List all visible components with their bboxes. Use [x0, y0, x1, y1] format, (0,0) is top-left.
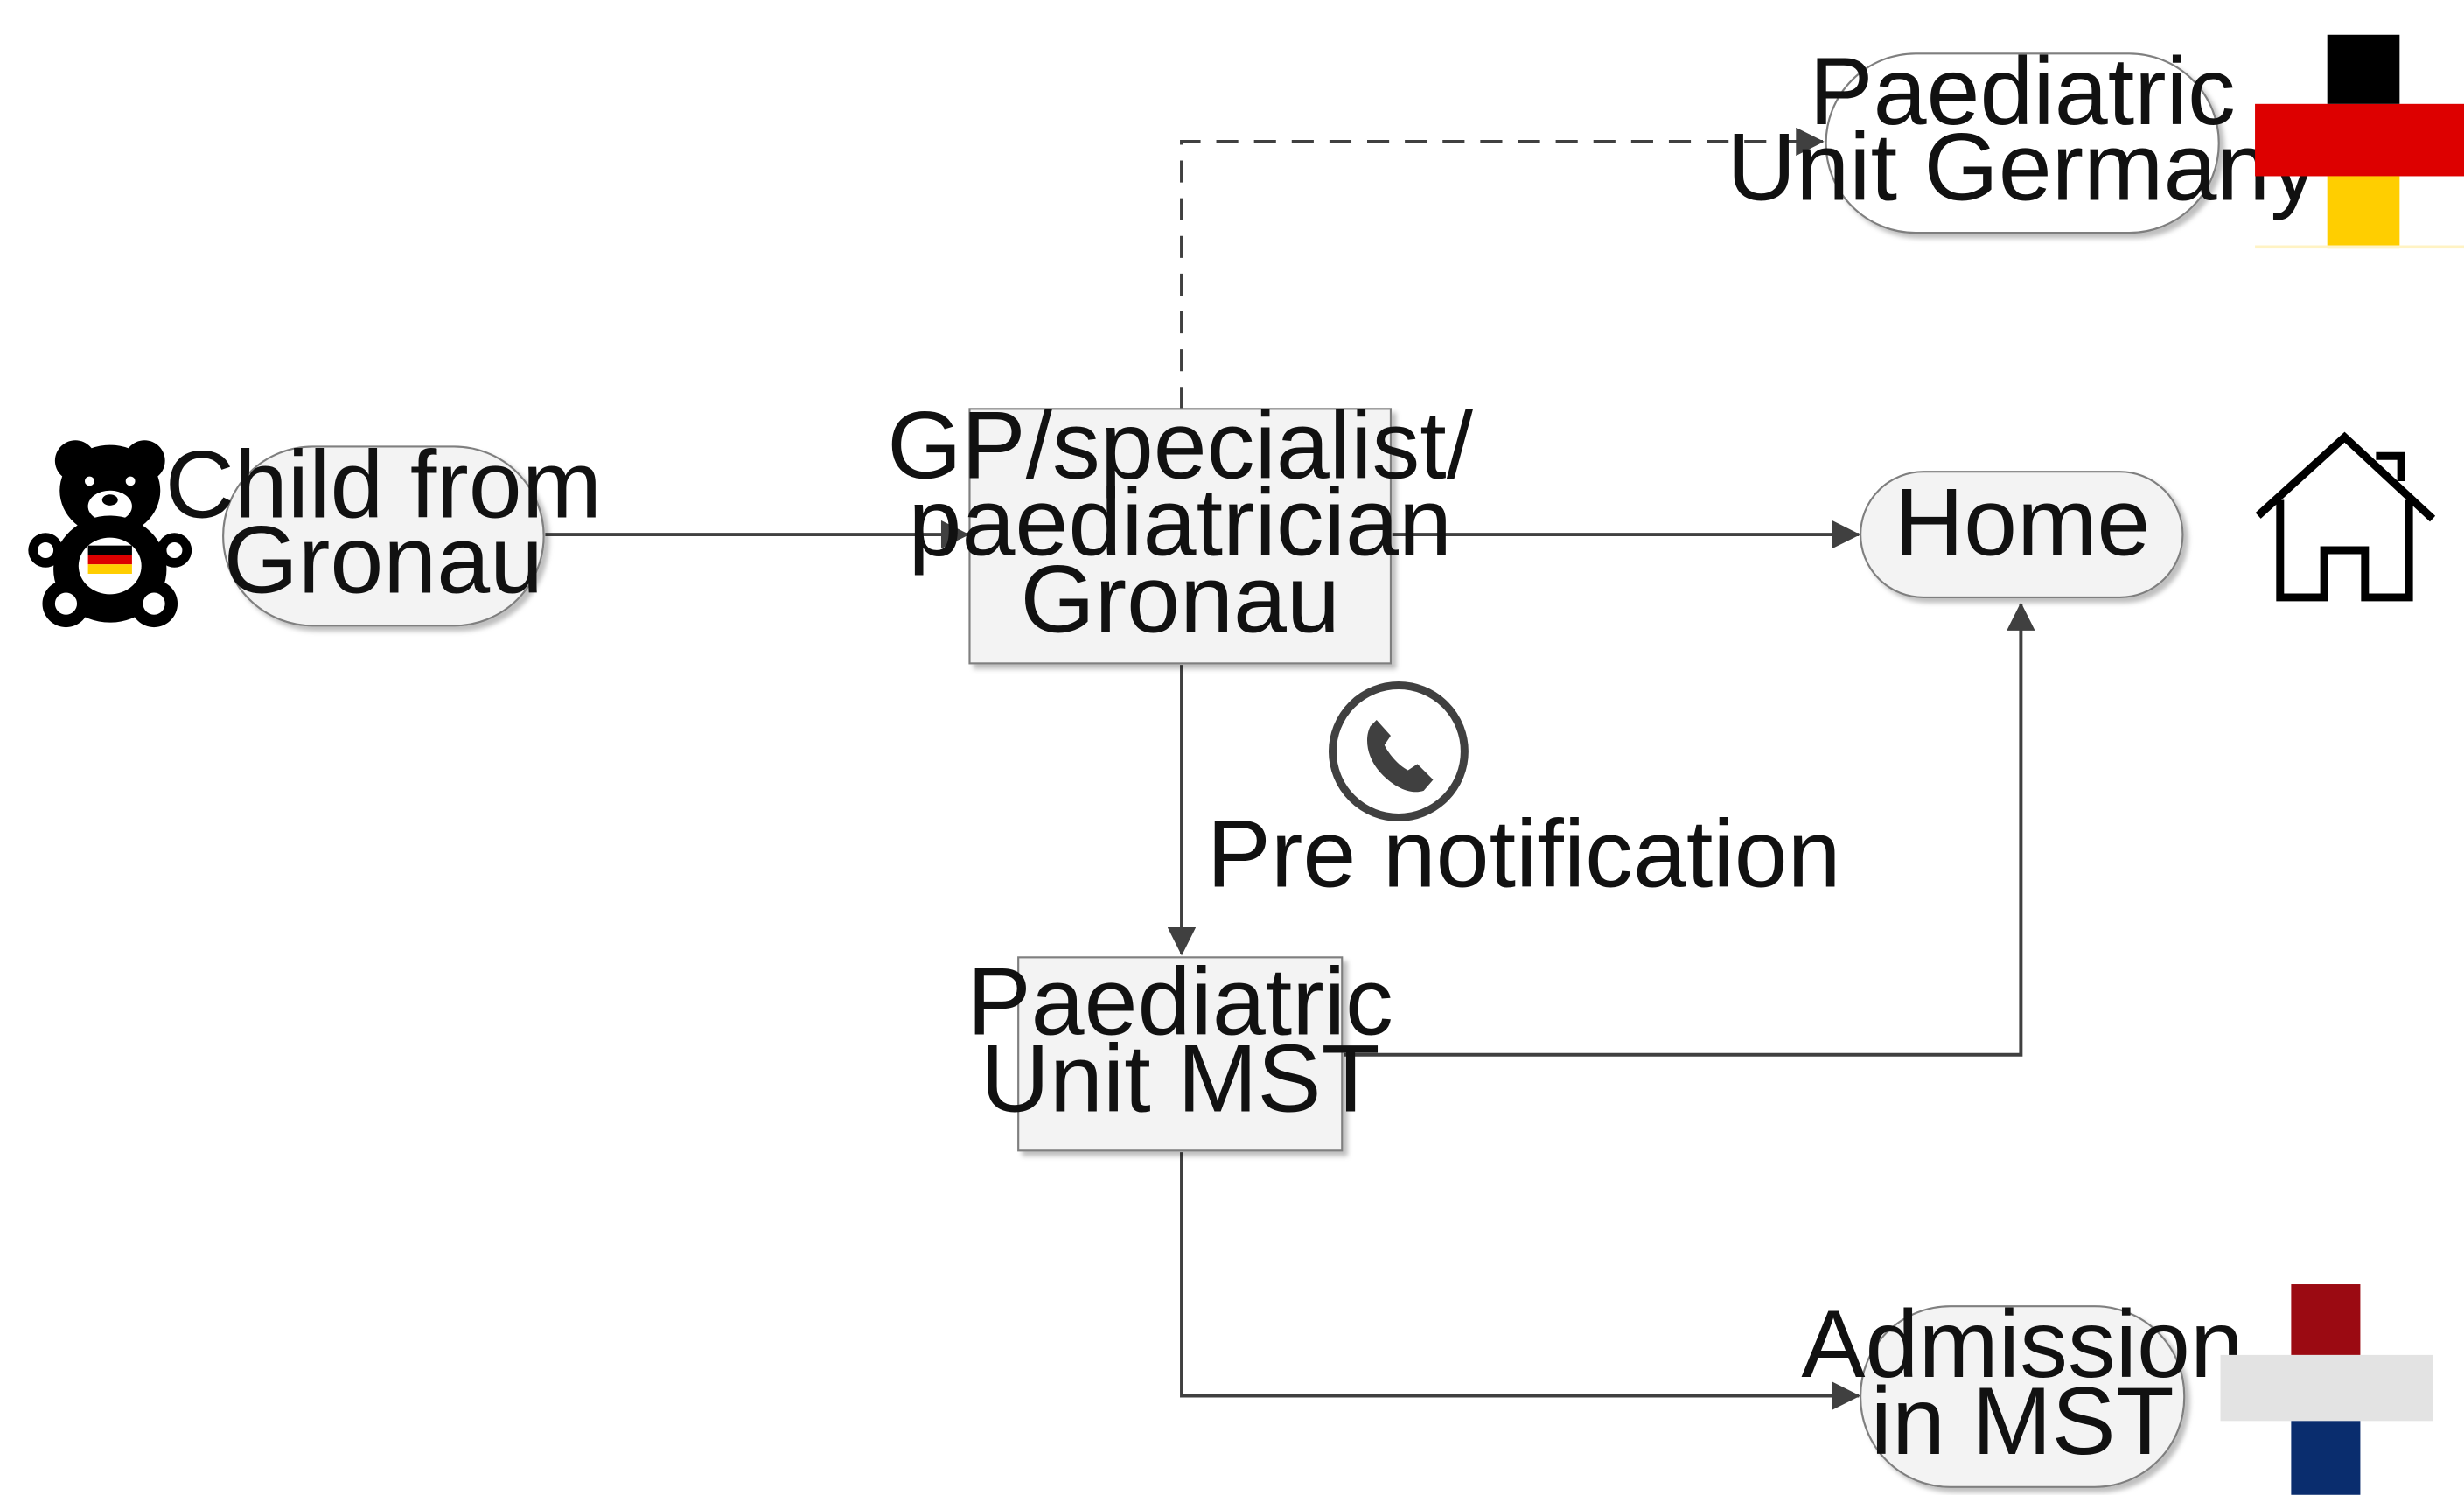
unit-germany-label-line1: Paediatric — [1810, 38, 2236, 145]
german-flag-cross-icon — [2255, 34, 2464, 249]
child-label-line2: Gronau — [224, 507, 544, 614]
node-child-from-gronau: Child from Gronau — [165, 431, 602, 627]
child-label-line1: Child from — [165, 431, 602, 538]
house-icon — [2255, 431, 2436, 602]
connectors — [545, 127, 2035, 1410]
node-home: Home — [1860, 469, 2184, 599]
pre-notification-label: Pre notification — [1207, 800, 1841, 907]
teddy-bear-icon — [28, 440, 192, 628]
gp-label-line3: Gronau — [1020, 546, 1340, 653]
node-admission-in-mst: Admission in MST — [1801, 1291, 2244, 1488]
node-paediatric-unit-germany: Paediatric Unit Germany — [1727, 38, 2318, 234]
dutch-flag-cross-icon — [2220, 1284, 2433, 1495]
home-label: Home — [1895, 469, 2150, 576]
gp-label-line2: paediatrician — [909, 469, 1452, 576]
node-gp-specialist: GP/specialist/ paediatrician Gronau — [887, 392, 1474, 665]
node-paediatric-unit-mst: Paediatric Unit MST — [967, 948, 1393, 1152]
edge-unit-mst-to-home — [1344, 602, 2035, 1057]
unit-mst-label-line2: Unit MST — [981, 1025, 1380, 1132]
unit-mst-label-line1: Paediatric — [967, 948, 1393, 1055]
unit-germany-label-line2: Unit Germany — [1727, 114, 2318, 220]
admission-label-line1: Admission — [1801, 1291, 2243, 1398]
gp-label-line1: GP/specialist/ — [887, 392, 1473, 499]
edge-gp-to-unit-germany-dashed — [1180, 127, 1825, 409]
phone-icon — [1328, 681, 1469, 821]
edge-unit-mst-to-admission — [1180, 1152, 1860, 1410]
admission-label-line2: in MST — [1871, 1368, 2174, 1475]
